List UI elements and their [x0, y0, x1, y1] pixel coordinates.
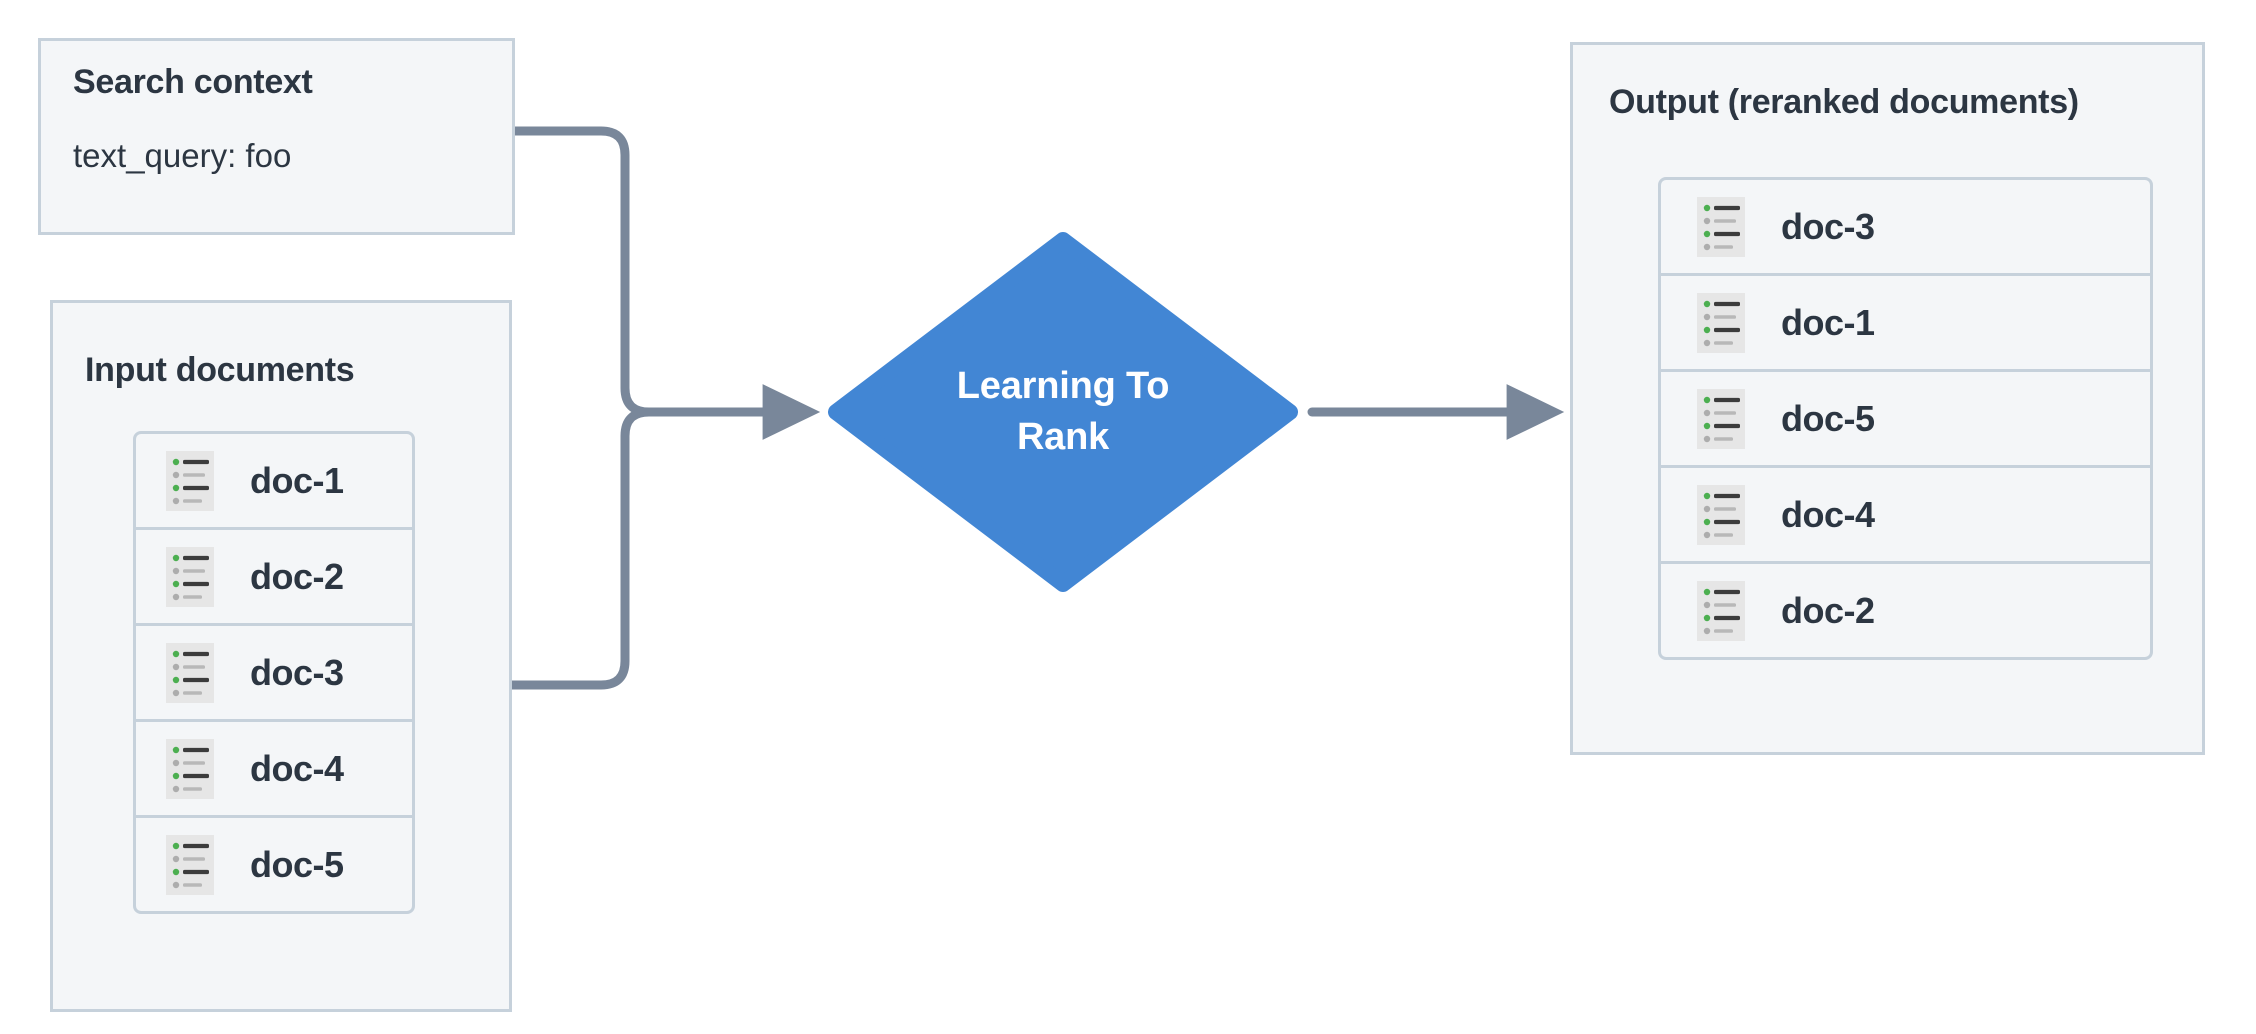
document-list-icon: [1697, 484, 1745, 545]
doc-label: doc-4: [1781, 493, 1875, 535]
input-document-row[interactable]: doc-4: [133, 719, 415, 818]
document-list-icon: [1697, 388, 1745, 449]
doc-label: doc-1: [250, 459, 344, 501]
input-documents-list: doc-1 doc-2 doc-3 doc-4 doc-5: [133, 431, 415, 914]
output-document-row[interactable]: doc-5: [1658, 369, 2153, 468]
document-list-icon: [166, 738, 214, 799]
doc-label: doc-4: [250, 747, 344, 789]
output-document-row[interactable]: doc-2: [1658, 561, 2153, 660]
doc-label: doc-5: [1781, 397, 1875, 439]
doc-label: doc-3: [1781, 205, 1875, 247]
diamond-shape: [828, 232, 1298, 592]
input-document-row[interactable]: doc-1: [133, 431, 415, 530]
doc-label: doc-2: [1781, 589, 1875, 631]
input-document-row[interactable]: doc-5: [133, 815, 415, 914]
document-list-icon: [166, 834, 214, 895]
output-documents-list: doc-3 doc-1 doc-5 doc-4 doc-2: [1658, 177, 2153, 660]
doc-label: doc-5: [250, 843, 344, 885]
doc-label: doc-2: [250, 555, 344, 597]
connector-input-documents-to-ltr: [507, 407, 654, 690]
search-context-panel: Search context text_query: foo: [38, 38, 515, 235]
doc-label: doc-1: [1781, 301, 1875, 343]
output-document-row[interactable]: doc-1: [1658, 273, 2153, 372]
document-list-icon: [1697, 580, 1745, 641]
output-document-row[interactable]: doc-4: [1658, 465, 2153, 564]
doc-label: doc-3: [250, 651, 344, 693]
document-list-icon: [1697, 292, 1745, 353]
learning-to-rank-node[interactable]: Learning To Rank: [828, 232, 1298, 592]
document-list-icon: [1697, 196, 1745, 257]
search-context-query: text_query: foo: [73, 137, 292, 174]
output-title: Output (reranked documents): [1609, 83, 2079, 121]
output-document-row[interactable]: doc-3: [1658, 177, 2153, 276]
document-list-icon: [166, 642, 214, 703]
input-document-row[interactable]: doc-2: [133, 527, 415, 626]
connector-search-context-to-ltr: [510, 126, 654, 417]
input-document-row[interactable]: doc-3: [133, 623, 415, 722]
document-list-icon: [166, 450, 214, 511]
input-documents-title: Input documents: [85, 351, 355, 389]
search-context-title: Search context: [73, 63, 313, 101]
document-list-icon: [166, 546, 214, 607]
